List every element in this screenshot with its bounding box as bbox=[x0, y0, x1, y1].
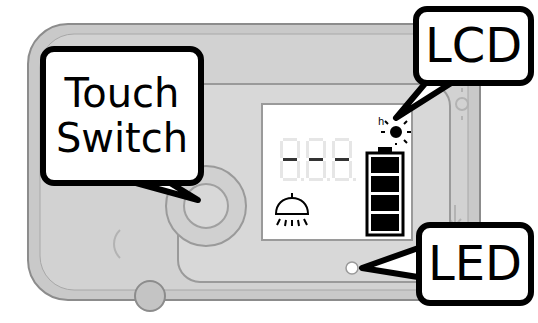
lcd-segment bbox=[297, 141, 300, 158]
lcd-segment bbox=[335, 158, 349, 161]
lcd-segment bbox=[280, 141, 283, 158]
lcd-segment bbox=[283, 178, 297, 181]
callout-box: LED bbox=[416, 222, 534, 306]
lamp-icon bbox=[276, 193, 308, 226]
lcd-segment bbox=[306, 141, 309, 158]
lcd-segment bbox=[283, 158, 297, 161]
callout-tail bbox=[362, 246, 424, 278]
sun-icon bbox=[381, 117, 411, 145]
lcd-segment bbox=[309, 158, 323, 161]
callout-label: Touch Switch bbox=[46, 71, 198, 161]
touch-switch bbox=[184, 184, 228, 228]
lcd-dot bbox=[301, 178, 304, 181]
lcd-segment bbox=[323, 141, 326, 158]
lcd-segment bbox=[306, 161, 309, 178]
battery-icon bbox=[367, 147, 403, 235]
knob bbox=[135, 281, 165, 311]
lcd-segment bbox=[323, 161, 326, 178]
lcd-segment bbox=[335, 138, 349, 141]
housing-face bbox=[40, 34, 468, 290]
lcd-digits bbox=[280, 138, 356, 181]
unit-label: h bbox=[378, 117, 384, 127]
lcd-segment bbox=[297, 161, 300, 178]
lcd-segment bbox=[332, 141, 335, 158]
lcd-segment bbox=[280, 161, 283, 178]
led bbox=[346, 262, 358, 274]
lcd-segment bbox=[349, 161, 352, 178]
lcd-segment bbox=[309, 178, 323, 181]
lcd-segment bbox=[283, 138, 297, 141]
lcd-dot bbox=[353, 178, 356, 181]
lcd-segment bbox=[349, 141, 352, 158]
callout-label: LCD bbox=[425, 19, 522, 73]
callout-box: LCD bbox=[413, 6, 534, 86]
lcd-dot bbox=[327, 178, 330, 181]
callout-label: LED bbox=[428, 237, 522, 291]
lcd-segment bbox=[309, 138, 323, 141]
lcd-segment bbox=[335, 178, 349, 181]
callout-box: Touch Switch bbox=[40, 46, 204, 186]
lcd-segment bbox=[332, 161, 335, 178]
lcd-screen bbox=[262, 104, 412, 240]
